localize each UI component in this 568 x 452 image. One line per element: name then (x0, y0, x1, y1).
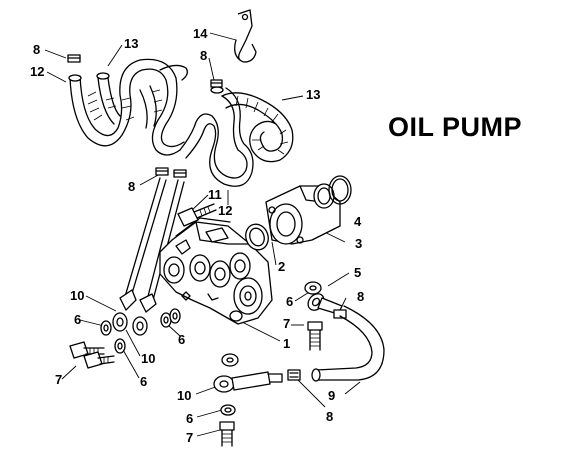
oil-hose-upper-left (68, 58, 188, 156)
callout-label: 4 (354, 214, 362, 229)
callout-label: 1 (283, 336, 291, 351)
oil-supply-lines (123, 177, 185, 305)
pump-housing-assembly (245, 175, 352, 251)
callout-label: 12 (218, 203, 233, 218)
callout-label: 8 (200, 48, 208, 63)
oil-hose-middle (179, 86, 254, 187)
callout-label: 6 (140, 374, 148, 389)
mounting-bolt (177, 203, 217, 227)
callout-label: 6 (286, 294, 294, 309)
callout-label: 12 (30, 64, 45, 79)
callout-label: 8 (326, 409, 334, 424)
callout-label: 6 (186, 411, 194, 426)
callout-label: 6 (74, 312, 82, 327)
hose-bracket (234, 9, 257, 63)
callout-label: 7 (283, 316, 291, 331)
callout-label: 13 (124, 36, 139, 51)
callout-label: 14 (193, 26, 208, 41)
fittings-right (304, 281, 347, 351)
callout-label: 10 (70, 288, 85, 303)
oil-pump-body (159, 217, 273, 325)
callout-label: 7 (186, 430, 194, 445)
callout-label: 11 (208, 187, 222, 202)
callout-label: 9 (328, 388, 336, 403)
callout-label: 8 (128, 179, 136, 194)
hose-clamps (67, 54, 223, 178)
banjo-fittings-left (112, 289, 157, 336)
callout-label: 13 (306, 87, 321, 102)
callout-label: 10 (141, 351, 156, 366)
oil-hose-upper-right (221, 92, 294, 163)
callout-label: 7 (55, 372, 63, 387)
callout-label: 6 (178, 332, 186, 347)
oil-return-hose (287, 305, 385, 382)
callout-label: 8 (357, 289, 365, 304)
diagram-title: OIL PUMP (388, 112, 523, 142)
callout-label: 3 (355, 236, 363, 251)
fittings-bottom (213, 353, 283, 447)
sealing-washers-left (100, 308, 181, 354)
callout-label: 5 (354, 265, 362, 280)
callout-label: 10 (177, 388, 192, 403)
callout-label: 2 (278, 259, 286, 274)
banjo-bolts-left (69, 341, 115, 369)
callout-label: 8 (33, 42, 41, 57)
